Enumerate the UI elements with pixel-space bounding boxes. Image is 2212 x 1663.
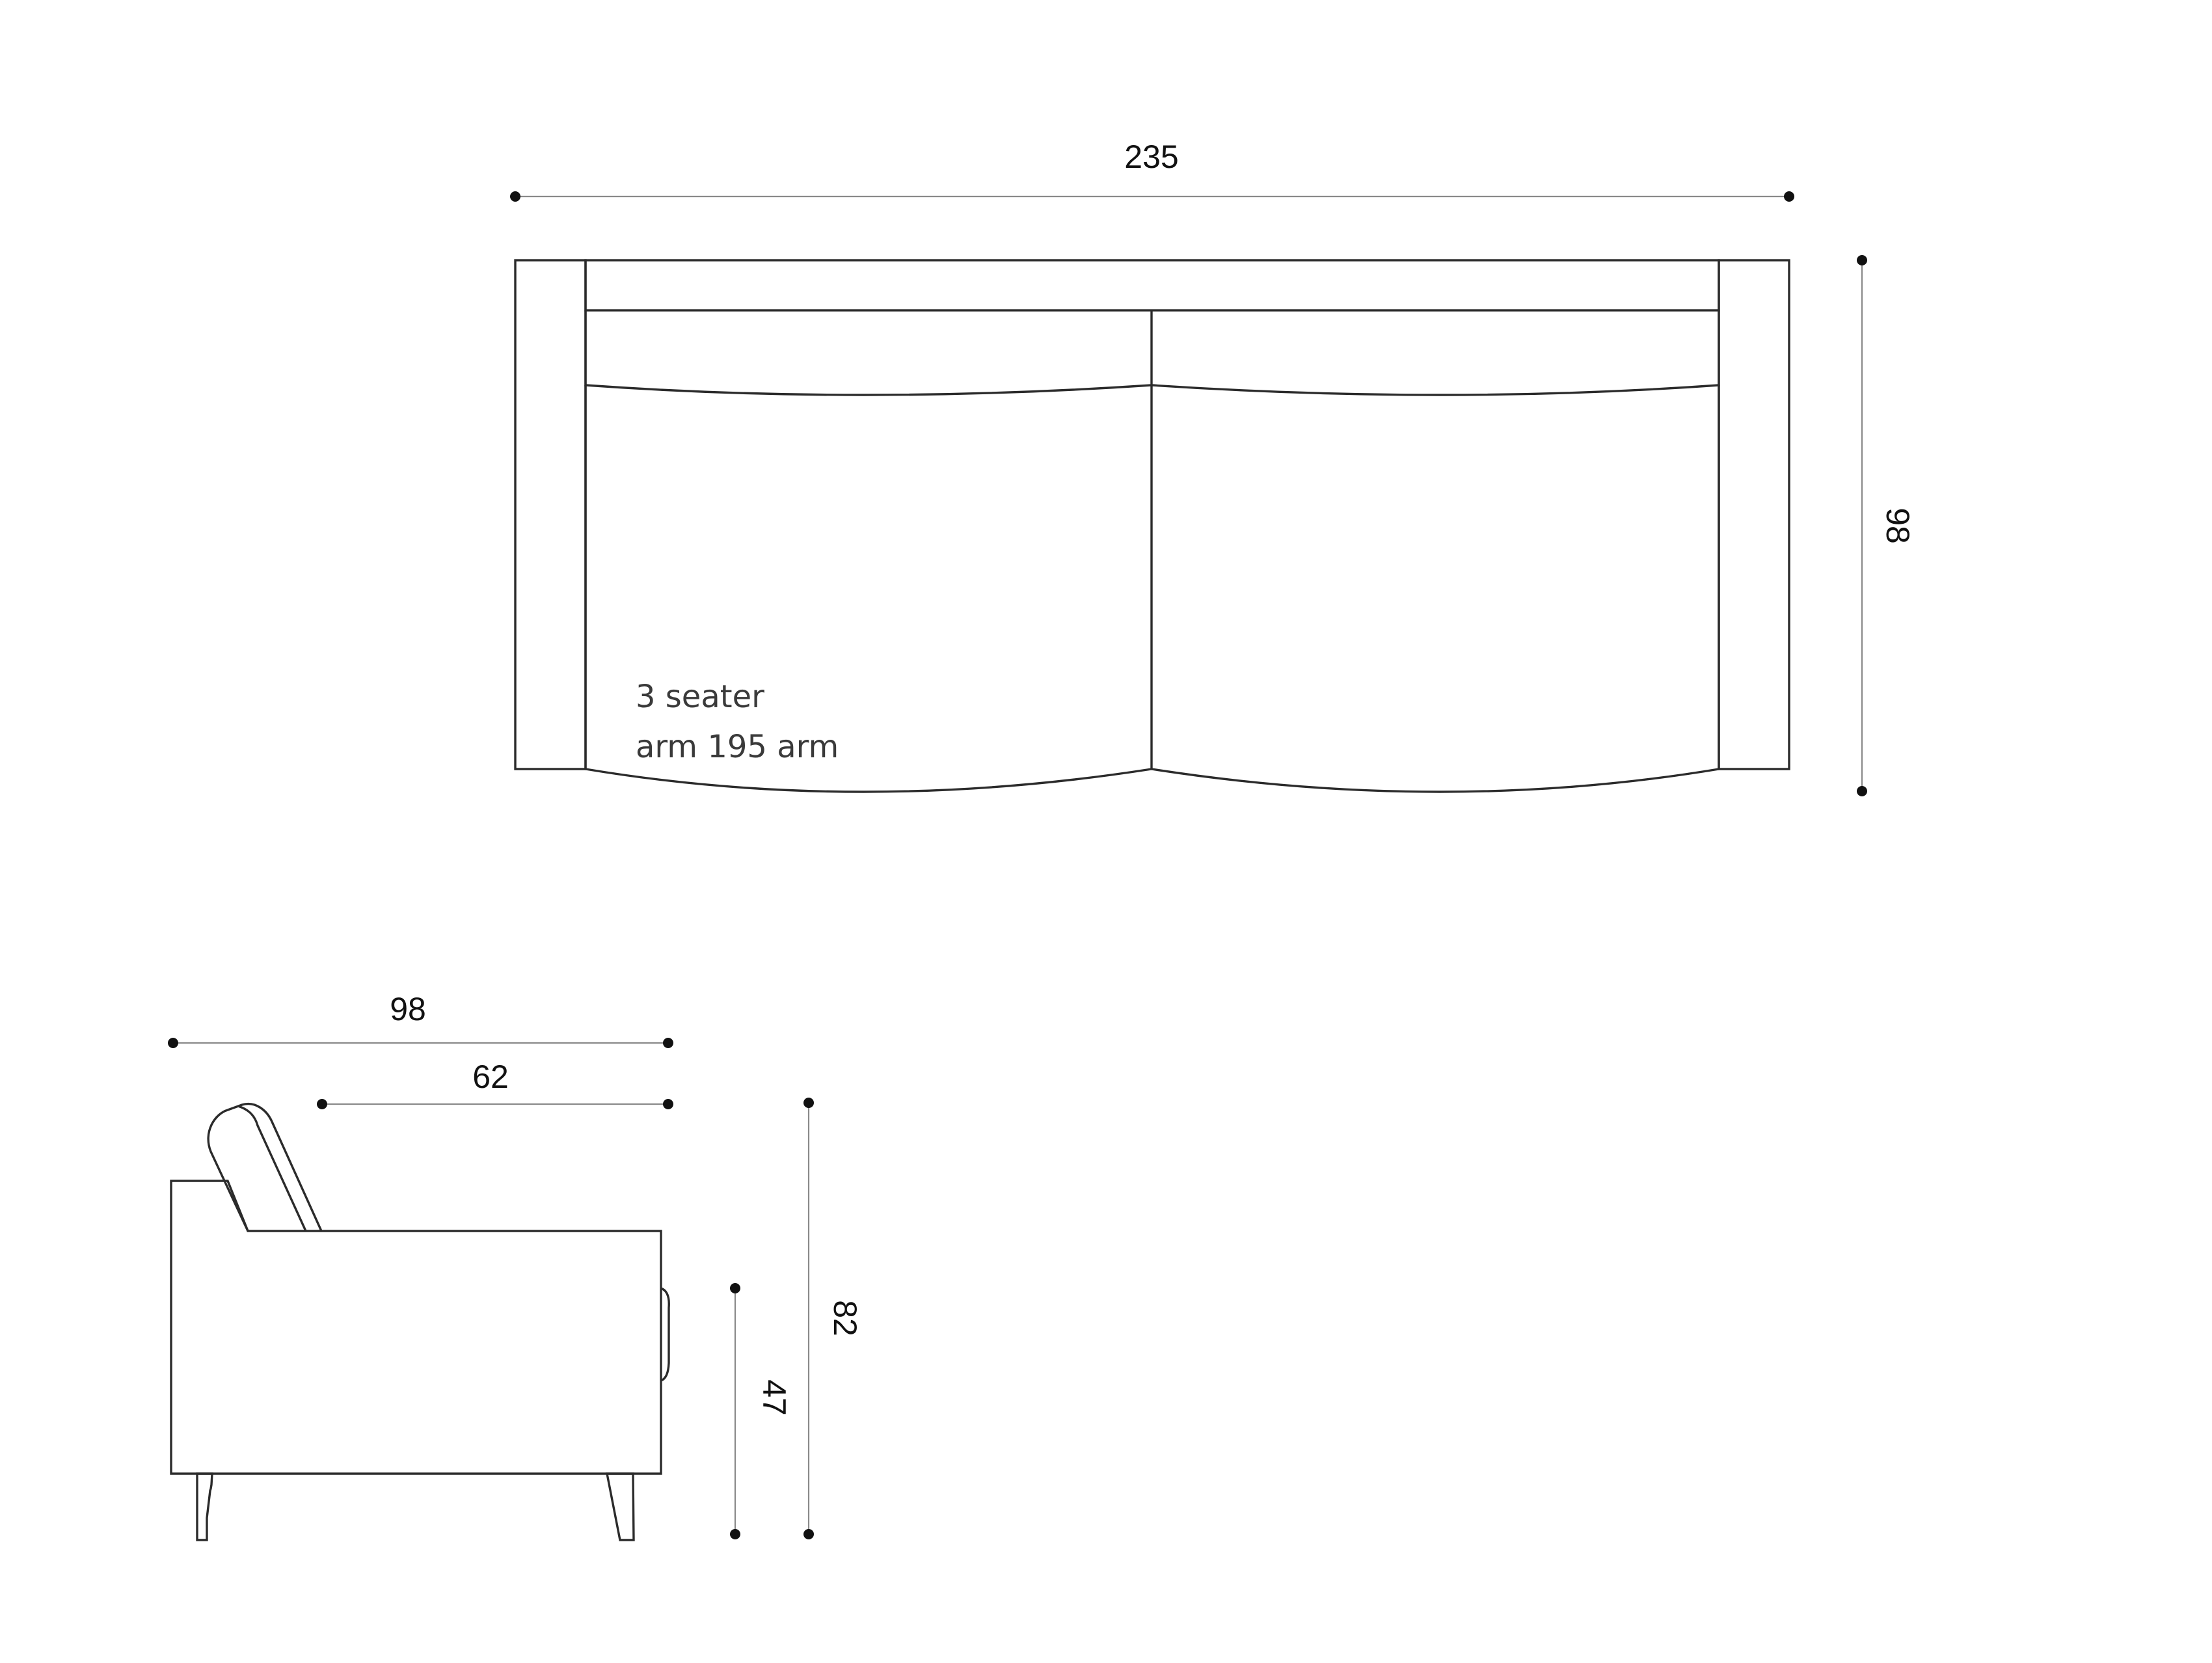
side-front-cushion	[660, 1287, 670, 1382]
sofa-side-outline	[170, 1102, 670, 1541]
side-body	[170, 1180, 662, 1475]
seat-height-label: 47	[756, 1379, 792, 1416]
left-arm	[514, 259, 587, 770]
top-view: 235 98 3 seater arm 195 arm	[510, 139, 1916, 796]
seat-depth-dimension: 62	[317, 1059, 673, 1109]
side-back-cushion	[207, 1102, 323, 1232]
top-width-dimension: 235	[510, 139, 1794, 202]
back-cushion-right	[1151, 310, 1720, 396]
model-label-line-2: arm 195 arm	[636, 729, 839, 765]
side-back-cushion-seam	[237, 1105, 307, 1232]
backrest	[584, 259, 1720, 312]
seat-height-dimension: 47	[730, 1283, 792, 1539]
top-width-label: 235	[1124, 139, 1178, 175]
total-height-dimension: 82	[803, 1098, 863, 1539]
right-arm	[1718, 259, 1790, 770]
rear-leg	[605, 1472, 635, 1541]
seat-cushion-left	[584, 385, 1153, 793]
front-leg	[196, 1472, 213, 1541]
back-cushion-left	[584, 310, 1153, 396]
total-height-label: 82	[827, 1300, 863, 1336]
side-depth-label: 98	[390, 991, 426, 1027]
sofa-top-outline	[514, 259, 1790, 793]
seat-cushion-right	[1151, 385, 1720, 793]
top-depth-label: 98	[1880, 507, 1916, 544]
top-depth-dimension: 98	[1857, 255, 1916, 796]
side-view: 98 62 47 82	[168, 991, 863, 1541]
seat-depth-label: 62	[472, 1059, 509, 1095]
side-depth-dimension: 98	[168, 991, 673, 1048]
model-label-line-1: 3 seater	[636, 679, 764, 715]
